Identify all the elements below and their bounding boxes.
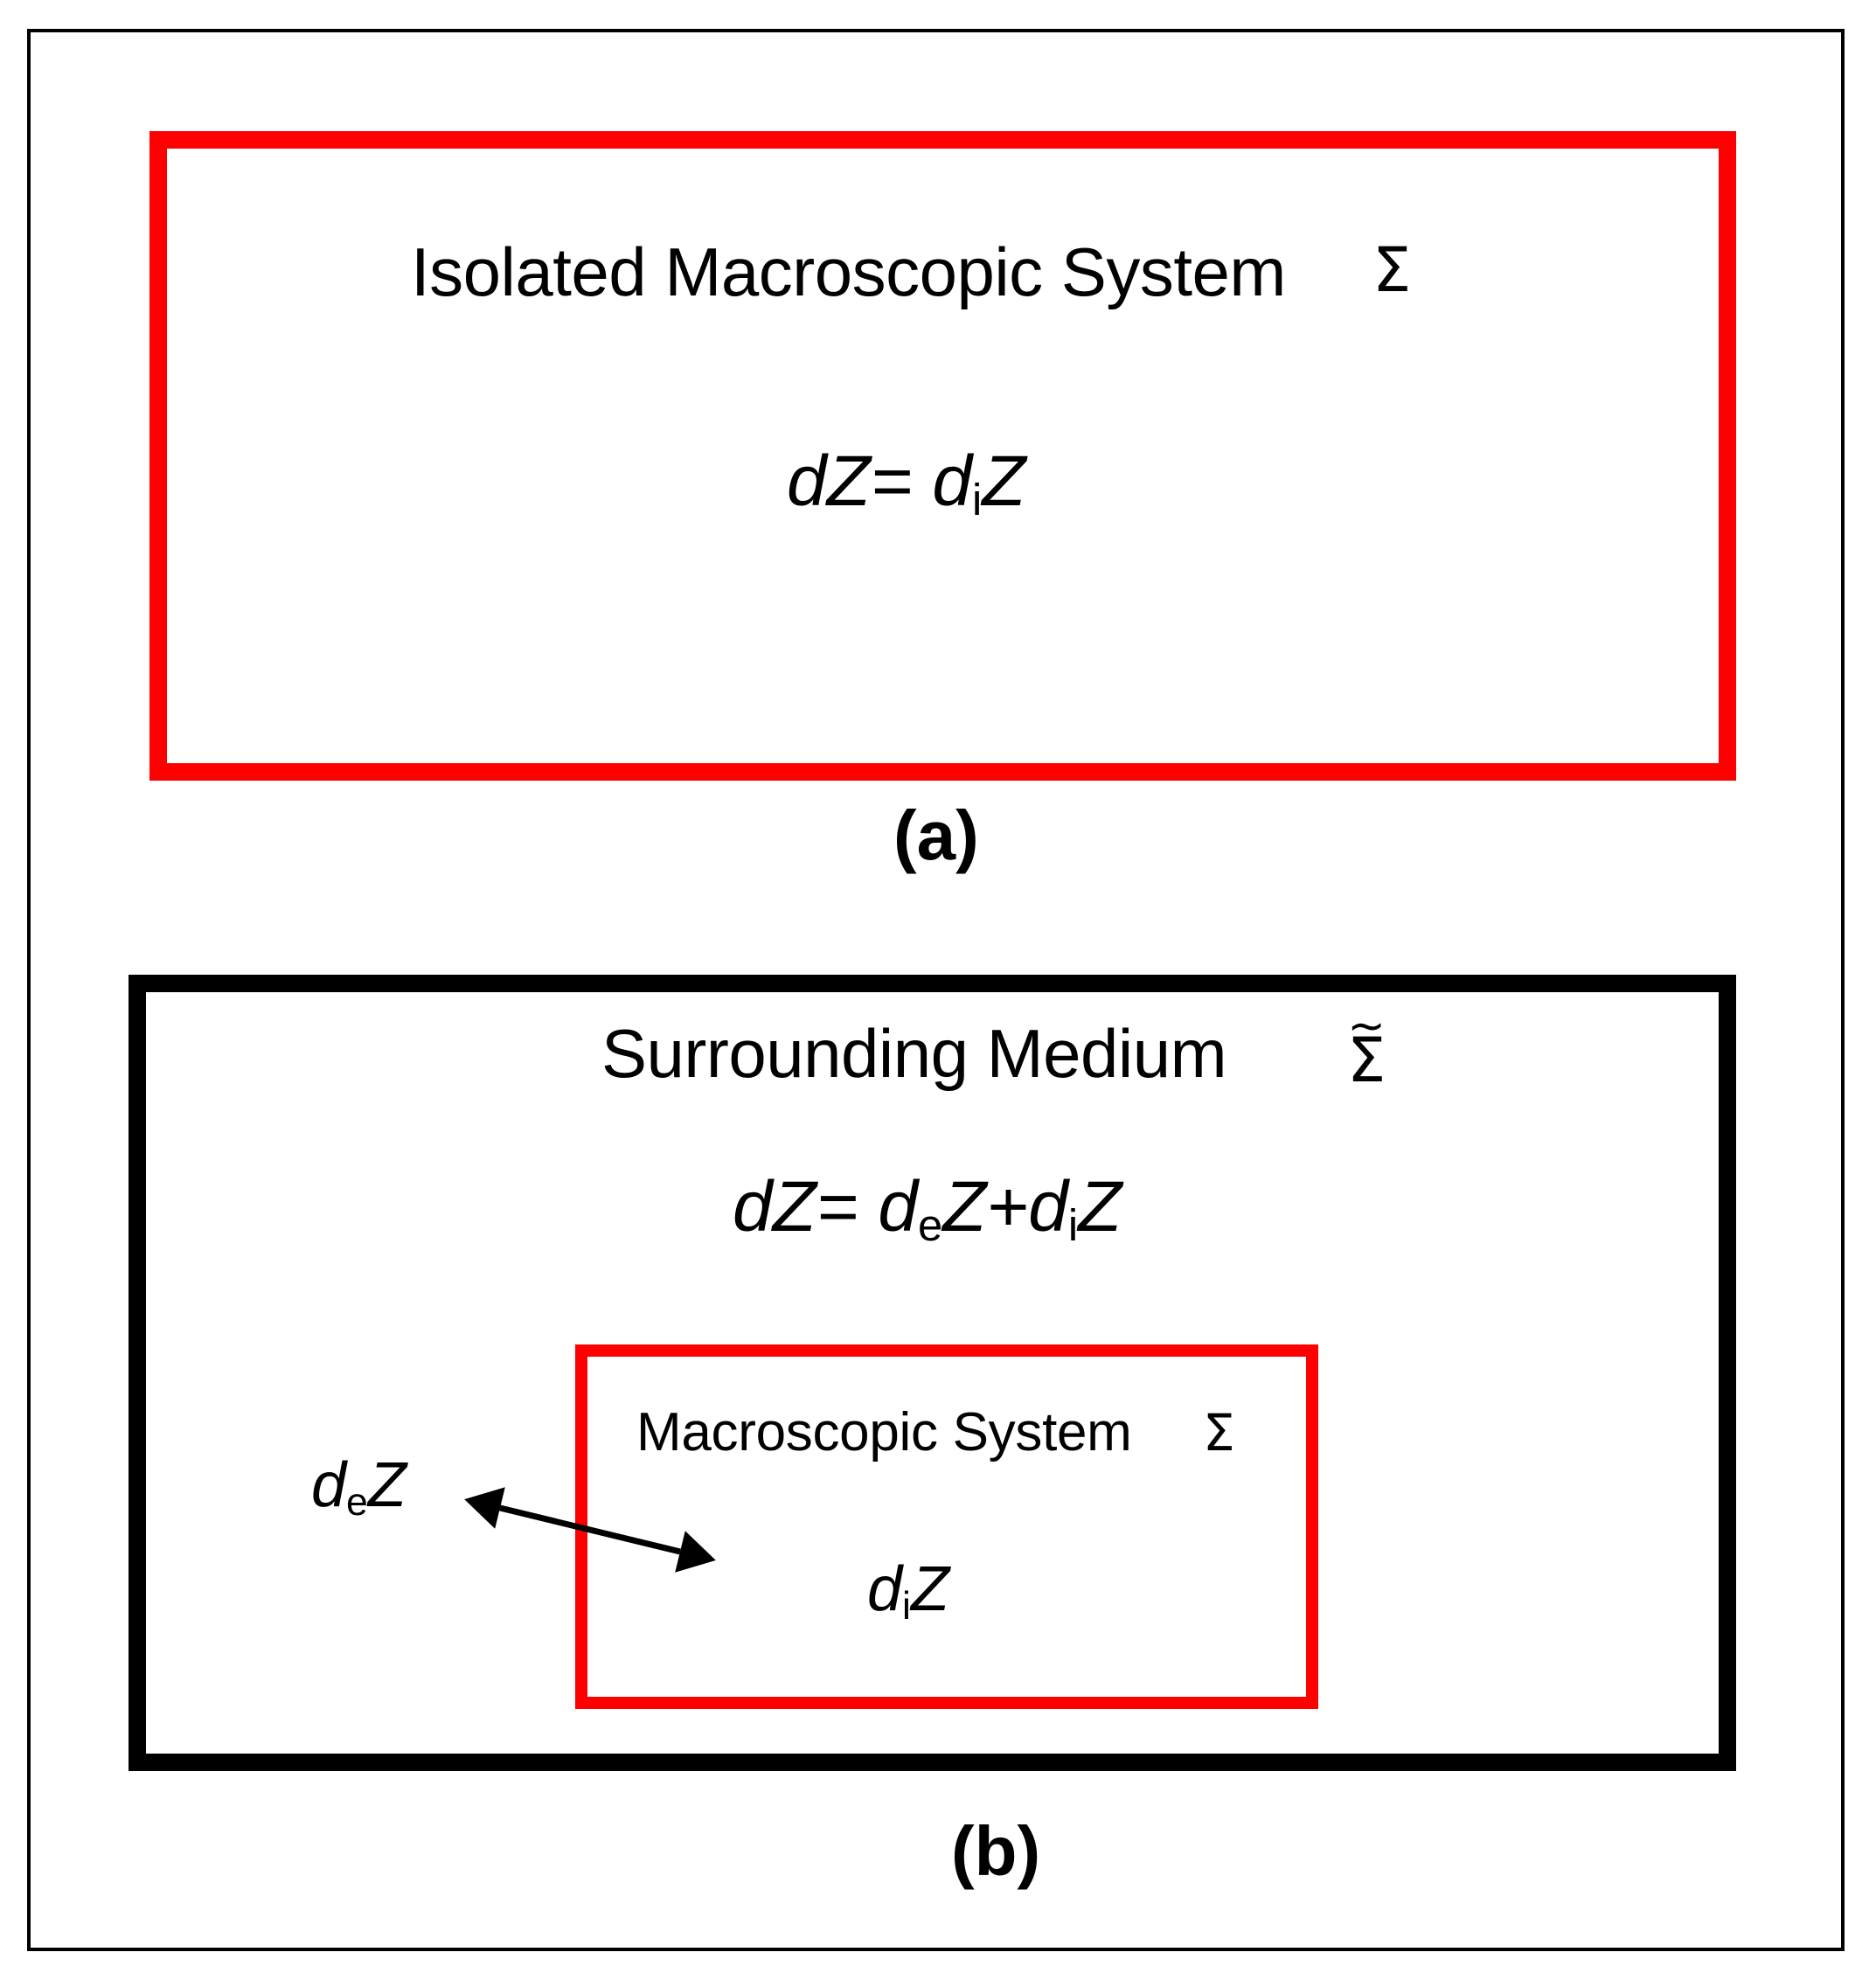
eq-a-rhs-base: d [932,441,972,521]
eq-b-term1-subscript: e [918,1200,943,1251]
eq-a-rhs-subscript: i [972,475,983,525]
panel-b-title: Surrounding Medium [601,1015,1227,1092]
panel-b-inner-system-boundary [575,1344,1318,1709]
panel-b-inner-system-title: Macroscopic System [636,1402,1132,1462]
panel-a-isolated-system-boundary [149,131,1736,781]
eq-b-term1-base: d [878,1167,918,1247]
panel-b-internal-term: diZ [867,1558,949,1626]
panel-a-title: Isolated Macroscopic System [411,233,1286,310]
panel-a-equation: dZ= diZ [787,446,1025,523]
panel-b-inner-system-symbol: Σ [1203,1403,1235,1462]
panel-b-medium-symbol: ~Σ [1347,1004,1386,1091]
sigma-tilde-wrapper: ~Σ [1347,1004,1386,1091]
eq-a-operator: = [870,441,913,521]
panel-b-exchange-term: deZ [311,1454,406,1522]
eq-b-joiner: + [986,1167,1029,1247]
eq-b-term2-variable: Z [1078,1167,1122,1247]
eq-de-subscript: e [346,1480,368,1524]
eq-de-variable: Z [367,1450,406,1520]
eq-a-rhs-variable: Z [982,441,1026,521]
figure-outer-frame [27,29,1845,1951]
eq-di-subscript: i [902,1584,911,1628]
eq-di-base: d [867,1554,903,1624]
eq-b-term2-subscript: i [1067,1200,1079,1251]
tilde-accent: ~ [1347,1000,1386,1053]
eq-a-lhs: dZ [787,441,871,521]
eq-de-base: d [311,1450,347,1520]
panel-a-system-symbol: Σ [1372,234,1412,306]
eq-b-term2-base: d [1028,1167,1068,1247]
panel-a-label: (a) [893,796,979,874]
panel-b-label: (b) [951,1812,1041,1890]
eq-b-operator: = [816,1167,858,1247]
eq-b-lhs: dZ [733,1167,816,1247]
panel-b-surrounding-medium-boundary [129,975,1736,1771]
panel-b-equation: dZ= deZ+diZ [733,1171,1122,1248]
sigma-glyph: Σ [1347,1025,1386,1096]
eq-b-term1-variable: Z [942,1167,987,1247]
eq-di-variable: Z [910,1554,949,1624]
